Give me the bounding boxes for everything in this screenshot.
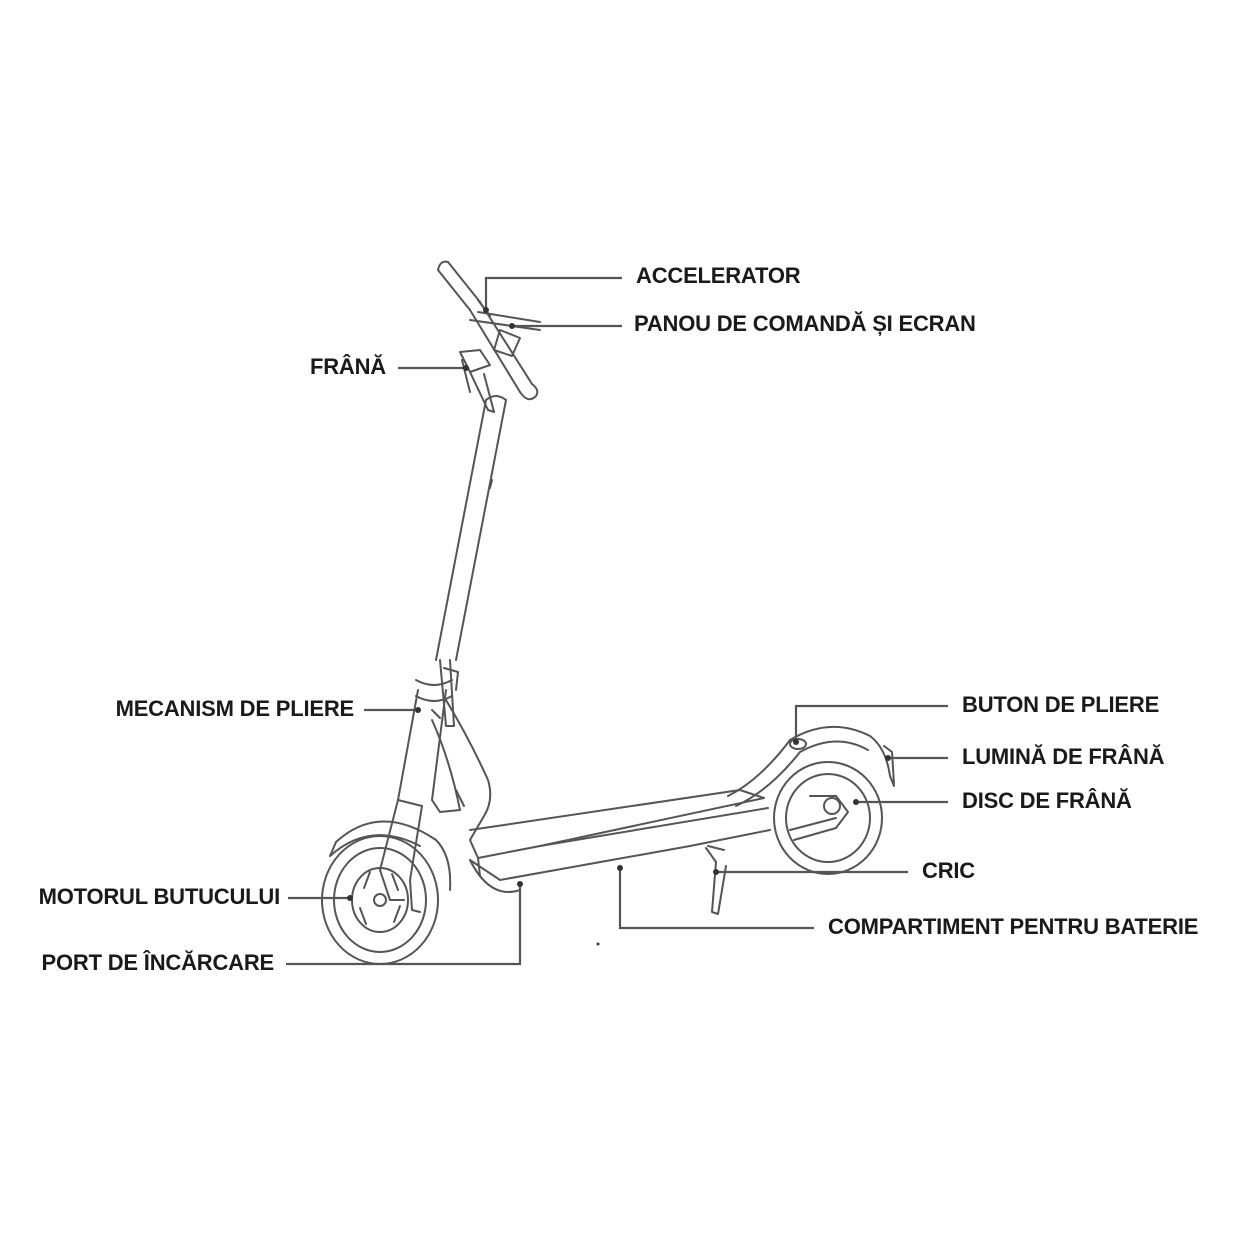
label-battery-compartment: COMPARTIMENT PENTRU BATERIE <box>828 914 1199 939</box>
dot-battery <box>617 865 623 871</box>
handlebar <box>437 260 541 401</box>
label-charging-port: PORT DE ÎNCĂRCARE <box>41 950 275 975</box>
dot-kickstand <box>713 869 719 875</box>
deck <box>469 789 771 893</box>
rear-wheel <box>773 761 883 875</box>
folding-button <box>789 738 807 750</box>
dot-brake-disc <box>853 799 859 805</box>
kickstand <box>705 845 727 915</box>
leader-accelerator <box>484 276 622 310</box>
label-folding-button: BUTON DE PLIERE <box>962 692 1160 717</box>
stray-dot <box>596 942 600 946</box>
label-hub-motor: MOTORUL BUTUCULUI <box>38 884 281 909</box>
dot-hub-motor <box>347 895 353 901</box>
dot-accelerator <box>483 307 489 313</box>
label-brake-disc: DISC DE FRÂNĂ <box>962 788 1132 813</box>
stem-tube <box>435 395 507 661</box>
front-wheel <box>321 835 439 965</box>
leader-folding-button <box>794 704 948 742</box>
frame <box>431 699 492 841</box>
leader-charging-port <box>286 884 522 966</box>
label-control-panel: PANOU DE COMANDĂ ȘI ECRAN <box>634 311 976 336</box>
dot-brake-light <box>885 755 891 761</box>
dot-folding-button <box>793 739 799 745</box>
label-brake: FRÂNĂ <box>310 354 386 379</box>
label-accelerator: ACCELERATOR <box>636 263 801 288</box>
dot-charging-port <box>517 881 523 887</box>
dot-control-panel <box>509 323 515 329</box>
head-tube <box>379 689 461 913</box>
dot-folding-mechanism <box>415 707 421 713</box>
label-kickstand: CRIC <box>922 858 975 883</box>
leader-battery <box>618 868 814 930</box>
folding-mechanism <box>415 659 459 727</box>
display-panel <box>493 329 521 357</box>
dot-brake <box>463 365 469 371</box>
brake-lever <box>459 349 495 413</box>
label-folding-mechanism: MECANISM DE PLIERE <box>115 696 355 721</box>
rear-fender <box>727 726 895 807</box>
label-brake-light: LUMINĂ DE FRÂNĂ <box>962 744 1165 769</box>
